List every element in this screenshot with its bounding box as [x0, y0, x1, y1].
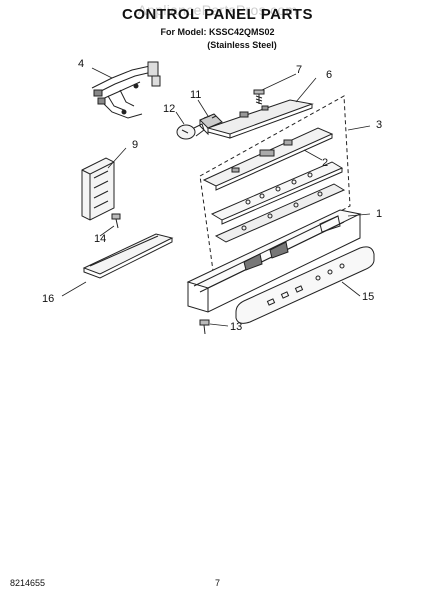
callout-13: 13: [230, 321, 242, 333]
callout-3: 3: [376, 119, 382, 131]
document-code: 8214655: [10, 578, 46, 588]
part-1-control-housing: [186, 209, 362, 313]
callout-9: 9: [132, 139, 138, 151]
callout-16: 16: [42, 293, 54, 305]
callout-4: 4: [78, 58, 84, 70]
page-title: CONTROL PANEL PARTS: [122, 6, 313, 23]
part-16-trim-strip: [82, 233, 174, 279]
part-12-lamp: [176, 123, 205, 140]
model-line: For Model: KSSC42QMS02: [160, 27, 275, 37]
part-9-side-trim: [81, 157, 115, 221]
page-number: 7: [214, 578, 220, 588]
part-13-screw: [199, 319, 210, 335]
leader-lines: [61, 67, 371, 327]
callout-15: 15: [362, 291, 374, 303]
part-15-front-panel: [235, 246, 375, 324]
part-14-screw: [111, 213, 121, 229]
callout-7: 7: [296, 64, 302, 76]
callout-14: 14: [94, 233, 106, 245]
part-3-frame: [199, 95, 351, 279]
finish-line: (Stainless Steel): [207, 40, 277, 50]
part-7-screw: [253, 89, 265, 105]
watermark-text: AppliancePartsPros.com: [137, 2, 298, 18]
callout-11: 11: [190, 89, 201, 101]
callout-2: 2: [322, 157, 328, 169]
part-2-display-board: [202, 127, 346, 243]
callout-12: 12: [163, 103, 175, 115]
part-6-control-board: [206, 99, 314, 139]
part-4-wiring-harness: [91, 61, 161, 119]
callout-1: 1: [376, 208, 382, 220]
callout-6: 6: [326, 69, 332, 81]
